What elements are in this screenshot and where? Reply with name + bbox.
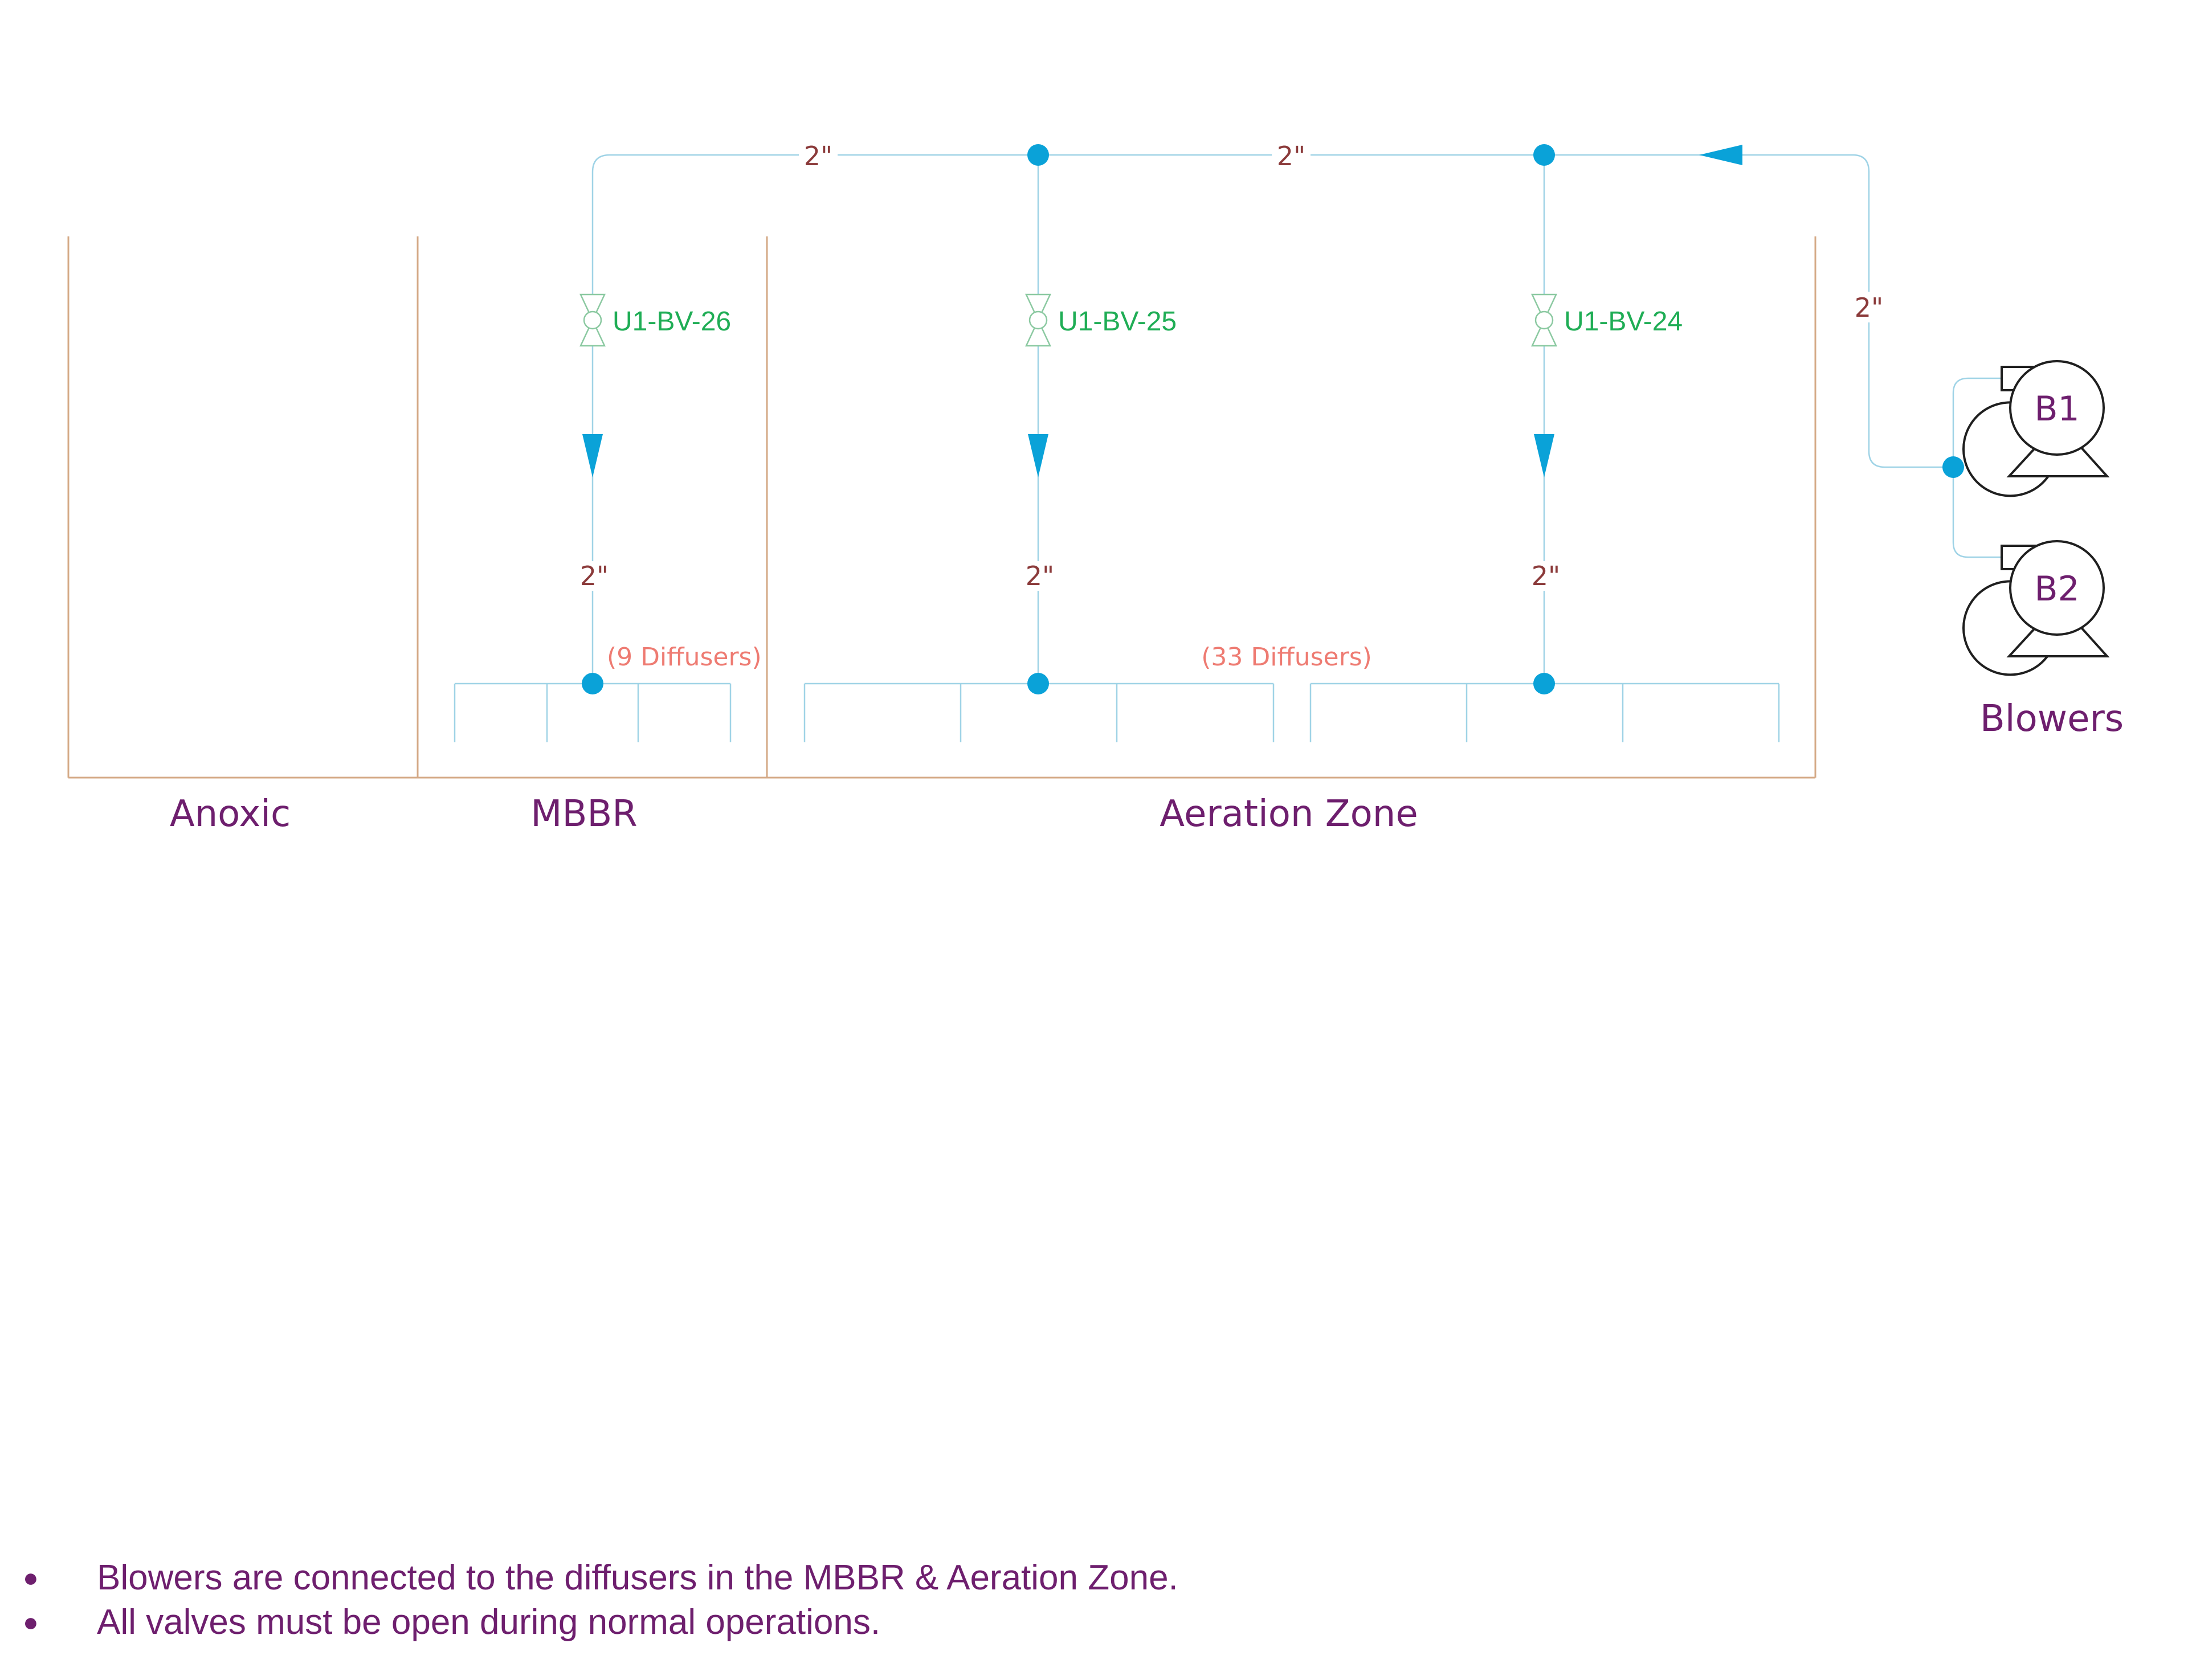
valve-u1-bv-26[interactable] [579, 293, 606, 347]
junctions [582, 144, 1964, 694]
pipe-size-label: 2" [580, 561, 609, 591]
blower-branches [1952, 377, 2002, 558]
note-item: ● All valves must be open during normal … [23, 1600, 2131, 1644]
junction-node [1942, 456, 1964, 478]
note-text: Blowers are connected to the diffusers i… [97, 1558, 1178, 1597]
zone-label-anoxic: Anoxic [170, 793, 291, 835]
pipe-size-label: 2" [1532, 561, 1560, 591]
notes-list: ● Blowers are connected to the diffusers… [23, 1555, 2131, 1644]
zone-label-aeration: Aeration Zone [1160, 793, 1418, 835]
flow-arrow-down-icon [1534, 434, 1554, 477]
note-text: All valves must be open during normal op… [97, 1602, 881, 1642]
blowers-group-label: Blowers [1980, 698, 2124, 740]
bullet-icon: ● [23, 1607, 39, 1637]
valve-label: U1-BV-24 [1564, 306, 1683, 337]
blower-b2[interactable]: B2 [1962, 540, 2110, 676]
blower-b1-label: B1 [2034, 389, 2079, 429]
pipe-size-label: 2" [1855, 292, 1883, 323]
flow-arrow-down-icon [582, 434, 603, 477]
tank-walls [67, 236, 1816, 779]
valve-label: U1-BV-26 [613, 306, 731, 337]
pipe-size-label: 2" [1277, 141, 1305, 171]
butterfly-valve-icon [1025, 293, 1051, 322]
pipe-size-label: 2" [1026, 561, 1054, 591]
junction-node [1533, 144, 1555, 166]
diffuser-count-label: (33 Diffusers) [1201, 643, 1372, 672]
butterfly-valve-icon [1531, 293, 1557, 322]
flow-arrow-down-icon [1028, 434, 1048, 477]
flow-arrows [582, 145, 1742, 477]
flow-arrow-left-icon [1699, 145, 1742, 165]
blower-b1[interactable]: B1 [1962, 360, 2110, 497]
junction-node [582, 673, 603, 694]
butterfly-valve-icon [579, 293, 606, 322]
bullet-icon: ● [23, 1563, 39, 1592]
drop-pipes [1037, 155, 1545, 684]
valve-u1-bv-24[interactable] [1531, 293, 1557, 347]
diffuser-count-label: (9 Diffusers) [607, 643, 762, 672]
junction-node [1027, 144, 1049, 166]
blower-b2-label: B2 [2034, 569, 2079, 609]
air-header-pipe [591, 154, 1953, 684]
pipe-size-label: 2" [804, 141, 832, 171]
junction-node [1533, 673, 1555, 694]
zone-label-mbbr: MBBR [530, 793, 638, 835]
note-item: ● Blowers are connected to the diffusers… [23, 1555, 2131, 1600]
junction-node [1027, 673, 1049, 694]
valve-u1-bv-25[interactable] [1025, 293, 1051, 347]
valve-label: U1-BV-25 [1058, 306, 1177, 337]
